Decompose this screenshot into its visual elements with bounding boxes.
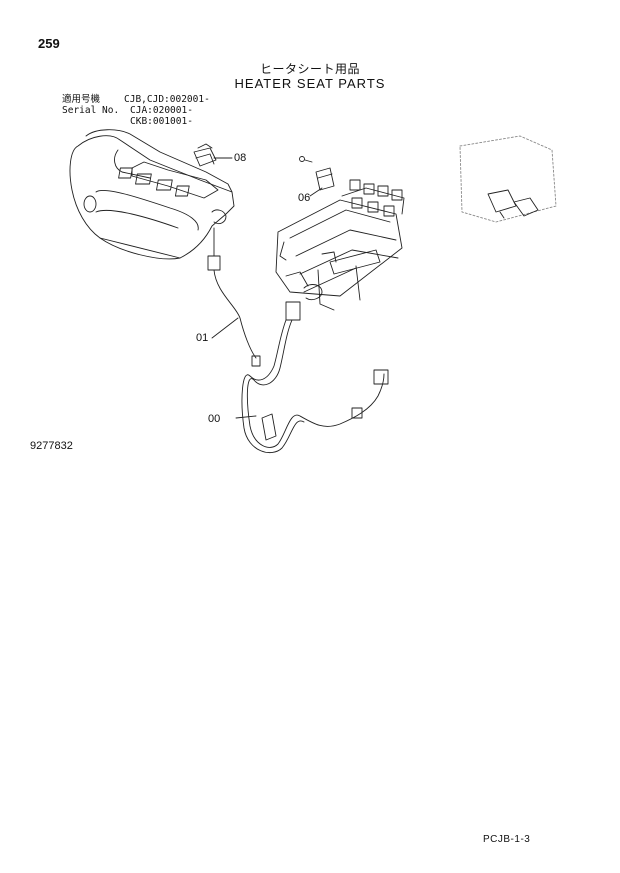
console-assembly bbox=[69, 129, 235, 260]
title-english: HEATER SEAT PARTS bbox=[234, 76, 386, 91]
serial-code-3: CKB:001001- bbox=[130, 116, 193, 127]
callout-00: 00 bbox=[208, 413, 221, 425]
switch-part bbox=[193, 143, 233, 167]
heater-seat-connector bbox=[459, 135, 557, 223]
title-japanese: ヒータシート用品 bbox=[259, 62, 360, 76]
harness-00 bbox=[235, 301, 389, 453]
harness-01 bbox=[207, 227, 261, 367]
footer-code: PCJB-1-3 bbox=[483, 834, 531, 845]
callout-06: 06 bbox=[298, 192, 311, 204]
drawing-number: 9277832 bbox=[30, 440, 73, 452]
page-number: 259 bbox=[38, 36, 60, 51]
applicability-label-en: Serial No. bbox=[62, 105, 120, 116]
controller-assembly bbox=[275, 179, 405, 311]
serial-code-1: CJB,CJD:002001- bbox=[124, 94, 210, 105]
seat-switch-part bbox=[487, 189, 539, 219]
relay-part bbox=[299, 156, 335, 197]
serial-code-2: CJA:020001- bbox=[130, 105, 193, 116]
callout-08: 08 bbox=[234, 152, 247, 164]
applicability-codes: CJB,CJD:002001- CJA:020001- CKB:001001- bbox=[124, 94, 210, 127]
callout-01: 01 bbox=[196, 332, 209, 344]
applicability-label-jp: 適用号機 bbox=[62, 94, 101, 105]
